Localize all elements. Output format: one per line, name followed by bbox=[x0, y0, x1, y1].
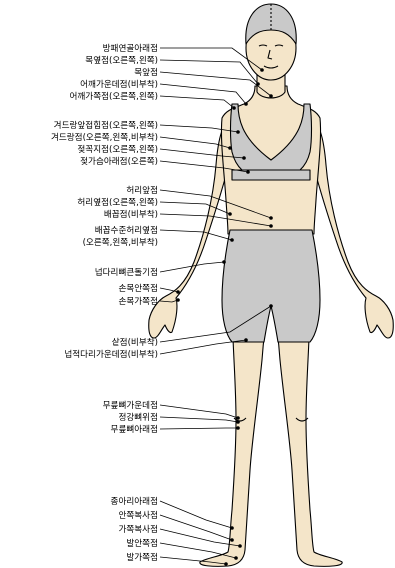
label-l06: 겨드랑앞접힘점(오른쪽,왼쪽) bbox=[54, 119, 158, 131]
label-l27: 발가쪽점 bbox=[126, 551, 158, 563]
landmark-dot bbox=[236, 416, 240, 420]
label-l13: 배꼽수준허리옆점 bbox=[95, 224, 158, 236]
leader-line bbox=[160, 202, 230, 214]
landmark-dot bbox=[269, 224, 273, 228]
landmark-dot bbox=[224, 562, 228, 566]
label-l14: (오른쪽,왼쪽,비부착) bbox=[83, 237, 158, 248]
label-l20: 무릎뼈가운데점 bbox=[103, 399, 158, 411]
landmark-dot bbox=[269, 304, 273, 308]
landmark-dot bbox=[228, 212, 232, 216]
landmark-dot bbox=[236, 130, 240, 134]
landmark-dot bbox=[230, 538, 234, 542]
label-l22: 무릎뼈아래점 bbox=[111, 423, 158, 435]
landmark-dot bbox=[244, 102, 248, 106]
landmark-dot bbox=[222, 260, 226, 264]
leader-line bbox=[160, 501, 232, 528]
label-l11: 허리옆점(오른쪽,왼쪽) bbox=[77, 196, 158, 208]
label-l04: 어깨가운데점(비부착) bbox=[80, 78, 158, 90]
landmark-dot bbox=[242, 156, 246, 160]
shorts-shape bbox=[222, 230, 320, 342]
leader-line bbox=[160, 84, 246, 104]
leader-line bbox=[160, 230, 232, 240]
landmark-dot bbox=[256, 82, 260, 86]
label-l24: 안쪽복사점 bbox=[118, 509, 158, 521]
human-figure bbox=[149, 4, 394, 566]
label-l03: 목앞점 bbox=[134, 66, 158, 78]
label-l16: 손목안쪽점 bbox=[118, 282, 158, 294]
leader-line bbox=[160, 405, 238, 418]
leader-line bbox=[160, 60, 258, 84]
label-l05: 어깨가쪽점(오른쪽,왼쪽) bbox=[69, 90, 158, 102]
landmark-dot bbox=[234, 556, 238, 560]
landmark-dot bbox=[230, 526, 234, 530]
label-l02: 목옆점(오른쪽,왼쪽) bbox=[85, 54, 158, 66]
label-l25: 가쪽복사점 bbox=[118, 523, 158, 535]
landmark-dot bbox=[244, 338, 248, 342]
leader-line bbox=[160, 515, 232, 540]
label-l09: 젖가슴아래점(오른쪽) bbox=[80, 155, 158, 167]
label-l15: 넙다리뼈큰돌기점 bbox=[95, 266, 158, 278]
leader-line bbox=[160, 417, 238, 422]
landmark-dot bbox=[238, 544, 242, 548]
landmark-dot bbox=[232, 106, 236, 110]
label-l18: 샅점(비부착) bbox=[112, 336, 158, 348]
leader-line bbox=[160, 529, 240, 546]
label-l21: 정강뼈위점 bbox=[118, 411, 158, 423]
landmark-labels: 방패연골아래점 목옆점(오른쪽,왼쪽) 목앞점 어깨가운데점(비부착) 어깨가쪽… bbox=[51, 42, 158, 563]
landmark-dot bbox=[230, 238, 234, 242]
landmark-dot bbox=[176, 290, 180, 294]
landmark-dot bbox=[246, 170, 250, 174]
label-l08: 젖꼭지점(오른쪽,왼쪽) bbox=[77, 143, 158, 155]
label-l10: 허리앞점 bbox=[126, 184, 158, 196]
landmark-dot bbox=[236, 426, 240, 430]
label-l26: 발안쪽점 bbox=[126, 537, 158, 549]
landmark-dot bbox=[236, 420, 240, 424]
landmark-dot bbox=[269, 94, 273, 98]
label-l01: 방패연골아래점 bbox=[103, 42, 158, 54]
landmark-dot bbox=[260, 68, 264, 72]
label-l19: 넙적다리가운데점(비부착) bbox=[64, 348, 158, 360]
label-l23: 종아리아래점 bbox=[111, 495, 158, 507]
landmark-dot bbox=[228, 146, 232, 150]
label-l12: 배꼽점(비부착) bbox=[104, 208, 158, 220]
landmark-dot bbox=[176, 298, 180, 302]
landmark-dot bbox=[269, 216, 273, 220]
label-l07: 겨드랑점(오른쪽,왼쪽,비부착) bbox=[51, 131, 158, 143]
leader-line bbox=[160, 428, 238, 429]
leader-line bbox=[160, 96, 234, 108]
label-l17: 손목가쪽점 bbox=[118, 295, 158, 307]
